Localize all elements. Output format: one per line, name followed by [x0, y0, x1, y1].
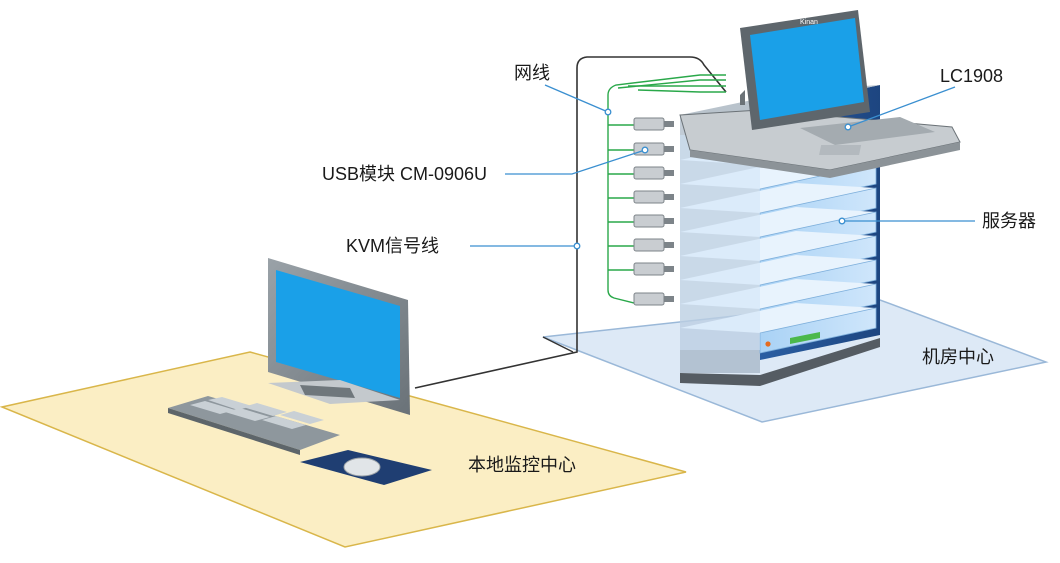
- usb-modules: [633, 117, 674, 306]
- kvm-cable-label: KVM信号线: [346, 236, 440, 256]
- lc1908-console: Kinan: [679, 10, 961, 178]
- local-center-floor: [0, 351, 687, 548]
- usb-module-label: USB模块 CM-0906U: [322, 164, 488, 184]
- machine-room-label: 机房中心: [922, 347, 994, 367]
- kvm-signal-cable: [414, 56, 727, 389]
- servers-label: 服务器: [982, 211, 1036, 231]
- local-monitor: [268, 258, 410, 415]
- kvm-signal-cable-lower: [542, 336, 574, 353]
- lcd-brand: Kinan: [800, 19, 818, 26]
- local-mousepad: [300, 450, 432, 485]
- local-keyboard: [168, 396, 340, 455]
- lc-model-label: LC1908: [940, 66, 1004, 86]
- network-cables: [607, 74, 726, 305]
- local-center-label: 本地监控中心: [468, 455, 576, 475]
- leader-lines: [470, 84, 975, 250]
- network-cable-label: 网线: [514, 63, 550, 83]
